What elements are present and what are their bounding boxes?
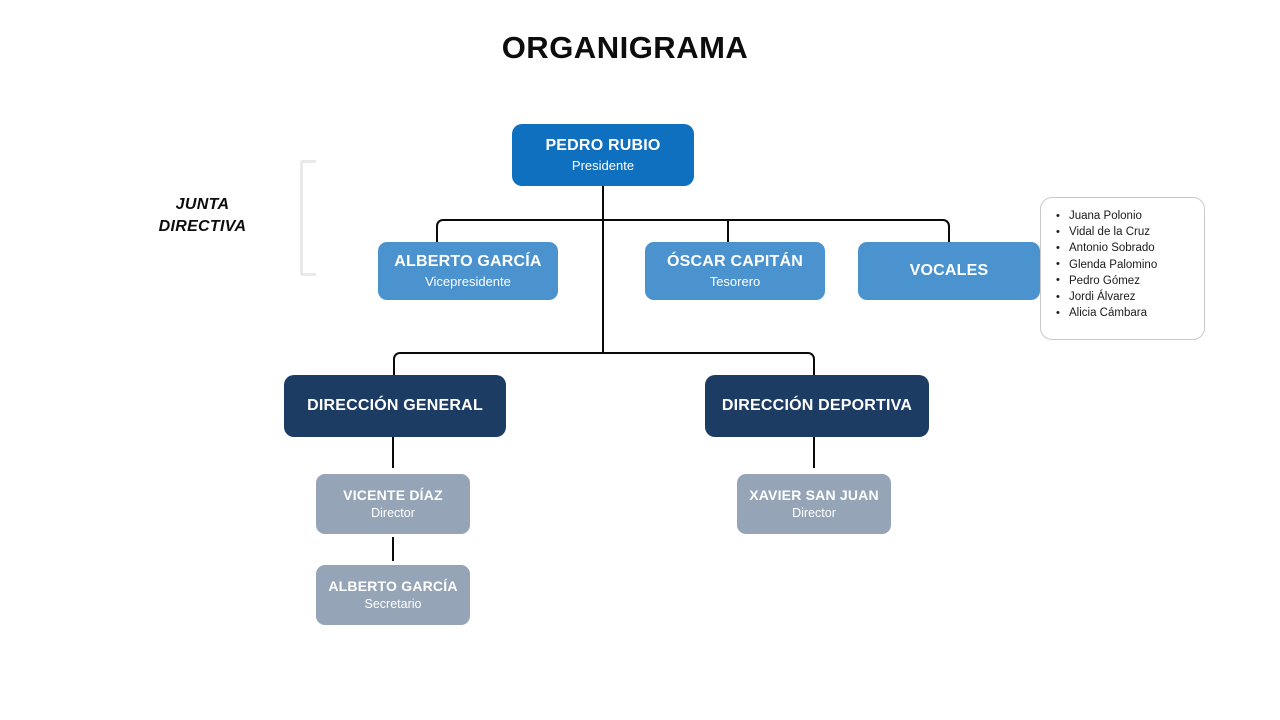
- node-vicepresident[interactable]: ALBERTO GARCÍA Vicepresidente: [378, 242, 558, 300]
- node-treasurer-name: ÓSCAR CAPITÁN: [667, 252, 803, 270]
- node-direccion-general[interactable]: DIRECCIÓN GENERAL: [284, 375, 506, 437]
- list-item: Vidal de la Cruz: [1056, 224, 1192, 240]
- junta-directiva-label-line2: DIRECTIVA: [158, 217, 247, 235]
- junta-directiva-label: JUNTA DIRECTIVA: [140, 194, 265, 237]
- node-secretario-role: Secretario: [364, 597, 422, 612]
- node-direccion-deportiva[interactable]: DIRECCIÓN DEPORTIVA: [705, 375, 929, 437]
- node-vicepresident-role: Vicepresidente: [425, 273, 511, 289]
- connector-treasurer-drop: [727, 219, 729, 245]
- connector-direccion-deportiva-to-director: [813, 437, 815, 468]
- list-item: Glenda Palomino: [1056, 256, 1192, 273]
- node-treasurer-role: Tesorero: [709, 273, 761, 289]
- page-title: ORGANIGRAMA: [501, 30, 749, 65]
- connector-board-bus: [436, 219, 950, 245]
- node-president-name: PEDRO RUBIO: [545, 136, 661, 154]
- node-direccion-general-name: DIRECCIÓN GENERAL: [307, 396, 483, 414]
- connector-direccion-general-to-director: [392, 437, 394, 468]
- junta-directiva-label-line1: JUNTA: [175, 196, 230, 213]
- node-president-role: Presidente: [571, 157, 635, 173]
- node-director-deportivo-role: Director: [792, 506, 836, 521]
- junta-directiva-bracket: [300, 160, 316, 276]
- node-director-general-name: VICENTE DÍAZ: [343, 486, 443, 503]
- node-director-deportivo[interactable]: XAVIER SAN JUAN Director: [737, 474, 891, 534]
- node-secretario-name: ALBERTO GARCÍA: [328, 577, 458, 594]
- node-treasurer[interactable]: ÓSCAR CAPITÁN Tesorero: [645, 242, 825, 300]
- list-item: Jordi Álvarez: [1056, 289, 1192, 305]
- connector-direction-bus: [393, 352, 815, 375]
- vocales-members-card: Juana Polonio Vidal de la Cruz Antonio S…: [1040, 197, 1205, 340]
- node-director-general-role: Director: [371, 506, 415, 521]
- list-item: Alicia Cámbara: [1056, 305, 1192, 321]
- node-director-deportivo-name: XAVIER SAN JUAN: [749, 486, 879, 503]
- node-vicepresident-name: ALBERTO GARCÍA: [394, 252, 542, 270]
- list-item: Juana Polonio: [1056, 207, 1192, 224]
- list-item: Pedro Gómez: [1056, 272, 1192, 289]
- connector-director-to-secretario: [392, 537, 394, 561]
- node-director-general[interactable]: VICENTE DÍAZ Director: [316, 474, 470, 534]
- node-vocales-name: VOCALES: [909, 261, 989, 279]
- node-secretario[interactable]: ALBERTO GARCÍA Secretario: [316, 565, 470, 625]
- node-president[interactable]: PEDRO RUBIO Presidente: [512, 124, 694, 186]
- connector-president-trunk: [602, 186, 604, 353]
- vocales-members-list: Juana Polonio Vidal de la Cruz Antonio S…: [1051, 207, 1192, 321]
- node-vocales[interactable]: VOCALES: [858, 242, 1040, 300]
- list-item: Antonio Sobrado: [1056, 240, 1192, 256]
- node-direccion-deportiva-name: DIRECCIÓN DEPORTIVA: [721, 396, 913, 414]
